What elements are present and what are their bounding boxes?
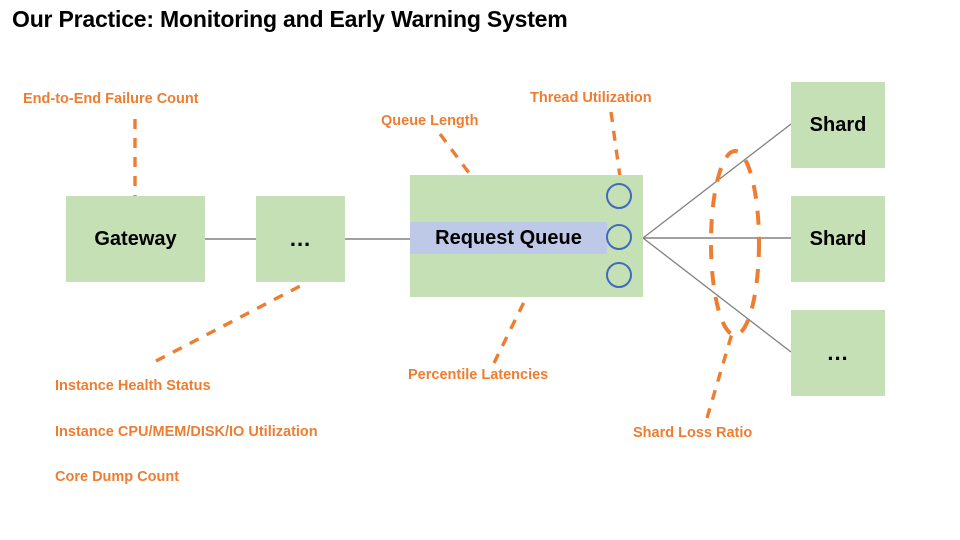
- annotation-thread-utilization: Thread Utilization: [530, 90, 652, 106]
- node-shard-1[interactable]: Shard: [791, 82, 885, 168]
- thread-slot-circle-icon[interactable]: [606, 262, 632, 288]
- thread-slot-circle-icon[interactable]: [606, 183, 632, 209]
- annotation-percentile-latencies: Percentile Latencies: [408, 367, 549, 383]
- annotation-core-dump-count: Core Dump Count: [55, 469, 180, 485]
- annotation-instance-resource-utilization: Instance CPU/MEM/DISK/IO Utilization: [55, 424, 318, 440]
- request-queue-bar: Request Queue: [410, 222, 607, 254]
- node-shard-2-label: Shard: [809, 228, 867, 250]
- node-middle-ellipsis[interactable]: ...: [256, 196, 345, 282]
- node-shard-1-label: Shard: [809, 114, 867, 136]
- annotation-instance-health-status: Instance Health Status: [55, 378, 211, 394]
- node-shard-2[interactable]: Shard: [791, 196, 885, 282]
- leader-percentile-latencies: [492, 297, 528, 364]
- leader-instance-health-status: [155, 281, 307, 363]
- thread-slot-circle-icon[interactable]: [606, 224, 632, 250]
- leader-shard-loss-ratio: [705, 329, 735, 419]
- node-shard-3-ellipsis[interactable]: ...: [791, 310, 885, 396]
- annotation-shard-loss-ratio: Shard Loss Ratio: [633, 425, 753, 441]
- page-title: Our Practice: Monitoring and Early Warni…: [12, 6, 568, 32]
- connector-queue-to-shard-3: [642, 237, 792, 353]
- leader-thread-utilization: [609, 111, 623, 185]
- node-middle-label: ...: [289, 226, 312, 251]
- annotation-end-to-end-failure-count: End-to-End Failure Count: [23, 91, 199, 107]
- node-request-queue-label: Request Queue: [435, 227, 582, 249]
- node-gateway[interactable]: Gateway: [66, 196, 205, 282]
- annotation-queue-length: Queue Length: [381, 113, 479, 129]
- node-shard-3-label: ...: [827, 340, 849, 365]
- node-request-queue[interactable]: Request Queue: [410, 175, 643, 297]
- shard-loss-highlight-ellipse: [709, 149, 761, 337]
- node-gateway-label: Gateway: [94, 228, 177, 250]
